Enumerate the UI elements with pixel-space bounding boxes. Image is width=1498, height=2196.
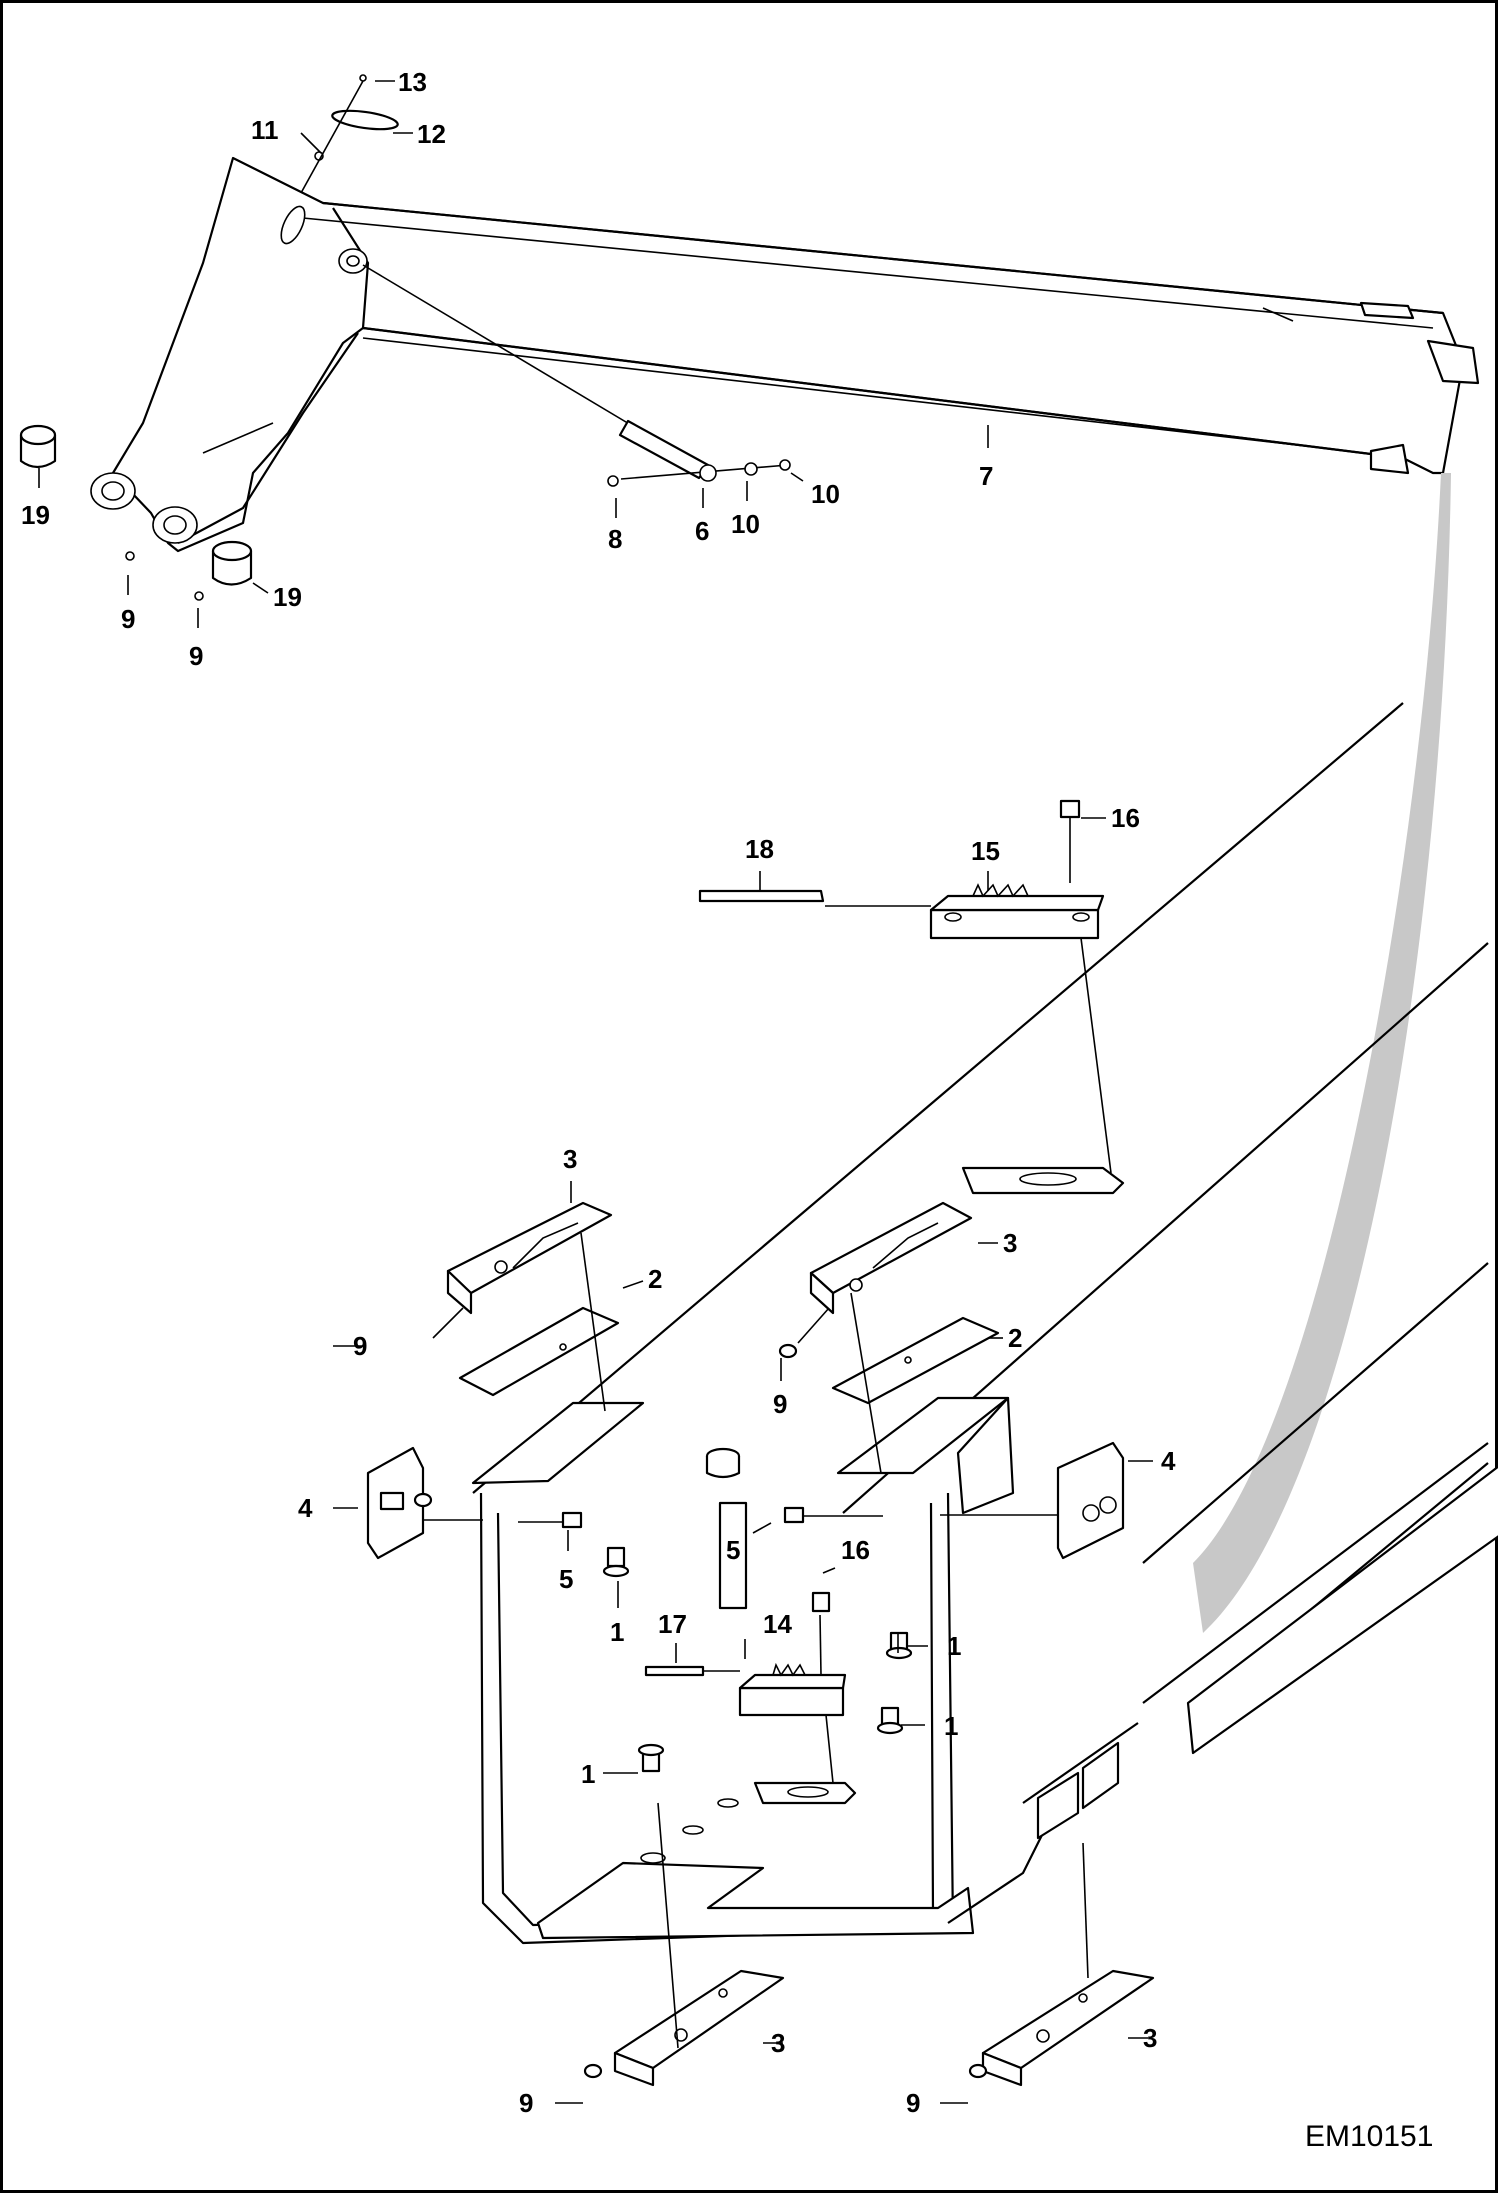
assembly-lines [423, 1232, 1089, 2049]
callout-16-top: 16 [1111, 803, 1140, 833]
callout-18: 18 [745, 834, 774, 864]
callout-10-a: 10 [731, 509, 760, 539]
boom-assembly [90, 156, 1480, 553]
callout-3-d: 3 [1143, 2023, 1157, 2053]
callout-19-left: 19 [21, 500, 50, 530]
callout-3-b: 3 [1003, 1228, 1017, 1258]
wear-pad-14 [644, 1662, 857, 1805]
callout-9-e: 9 [519, 2088, 533, 2118]
callout-leaders [38, 80, 1153, 2104]
callout-3-a: 3 [563, 1144, 577, 1174]
shim-plate-top [961, 1166, 1125, 1195]
callout-1-c: 1 [944, 1711, 958, 1741]
drawing-reference: EM10151 [1305, 2120, 1433, 2153]
callout-9-f: 9 [906, 2088, 920, 2118]
shim-19-right [211, 540, 253, 586]
side-pad-4-left [366, 1446, 425, 1560]
callout-1-d: 1 [581, 1759, 595, 1789]
callout-13: 13 [398, 67, 427, 97]
bolt-16-top [1059, 799, 1081, 883]
detail-leader-swoosh [1193, 473, 1451, 1633]
shim-2-right [831, 1316, 1000, 1405]
callout-17: 17 [658, 1609, 687, 1639]
bolts-lower [413, 1343, 988, 2079]
wear-pad-3-upper-right [809, 1201, 973, 1315]
callout-19-right: 19 [273, 582, 302, 612]
callout-9-a: 9 [121, 604, 135, 634]
side-pad-4-right [1056, 1441, 1125, 1560]
callout-10-b: 10 [811, 479, 840, 509]
callout-9-c: 9 [353, 1331, 367, 1361]
callout-2-b: 2 [1008, 1323, 1022, 1353]
shim-2-left [458, 1306, 620, 1397]
callout-1-a: 1 [610, 1617, 624, 1647]
callout-5-b: 5 [726, 1535, 740, 1565]
callout-4-left: 4 [298, 1493, 313, 1523]
callout-7: 7 [979, 461, 993, 491]
callout-15: 15 [971, 836, 1000, 866]
callout-3-c: 3 [771, 2028, 785, 2058]
callout-4-right: 4 [1161, 1446, 1176, 1476]
boom-end-detail [471, 702, 1498, 1945]
callout-6: 6 [695, 516, 709, 546]
callout-16-mid: 16 [841, 1535, 870, 1565]
wear-pad-3-upper-left [446, 1201, 613, 1315]
callout-5-a: 5 [559, 1564, 573, 1594]
callout-2-a: 2 [648, 1264, 662, 1294]
callout-1-b: 1 [947, 1631, 961, 1661]
exploded-parts-diagram: 13 12 11 19 9 9 19 8 6 10 10 7 18 15 16 … [19, 67, 1498, 2153]
shim-19-left [19, 424, 57, 469]
callout-9-b: 9 [189, 641, 203, 671]
callout-labels: 13 12 11 19 9 9 19 8 6 10 10 7 18 15 16 … [21, 67, 1176, 2118]
callout-14: 14 [763, 1609, 792, 1639]
wear-pad-3-lower-right [981, 1969, 1155, 2087]
callout-8: 8 [608, 524, 622, 554]
callout-11: 11 [251, 115, 279, 145]
cylinder-strut [362, 264, 710, 480]
wear-pad-15 [698, 883, 1112, 1174]
callout-9-d: 9 [773, 1389, 787, 1419]
callout-12: 12 [417, 119, 446, 149]
wear-pad-3-lower-left [613, 1969, 785, 2087]
